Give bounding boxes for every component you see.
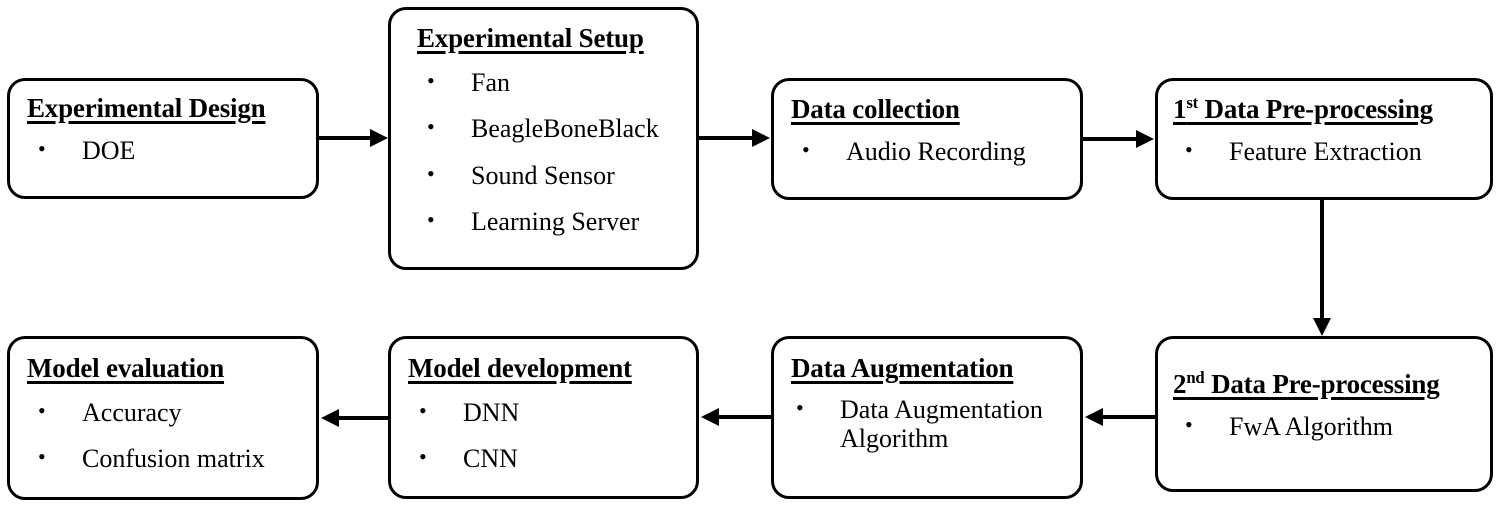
title-rest: Data Pre-processing [1198,94,1434,124]
ordinal-number: 1 [1173,94,1187,124]
bullet-item: FwA Algorithm [1171,411,1490,441]
bullet-item: Sound Sensor [413,160,696,190]
node-title-experimental-setup: Experimental Setup [417,23,644,53]
node-model-development[interactable]: Model development DNN CNN [388,336,699,499]
bullet-item: Feature Extraction [1171,136,1490,166]
node-title-data-collection: Data collection [791,94,960,124]
node-bullets-data-augmentation: Data Augmentation Algorithm [782,394,1080,453]
bullet-item: DNN [405,397,696,427]
connector-pre2-to-augmentation [1083,401,1157,433]
node-bullets-first-data-pre-processing: Feature Extraction [1171,136,1490,166]
node-bullets-model-evaluation: Accuracy Confusion matrix [24,397,316,473]
node-second-data-pre-processing[interactable]: 2nd Data Pre-processing FwA Algorithm [1155,336,1493,492]
bullet-item: Fan [413,67,696,97]
connector-design-to-setup [319,122,391,154]
connector-collection-to-pre1 [1083,123,1157,155]
node-bullets-second-data-pre-processing: FwA Algorithm [1171,411,1490,441]
node-bullets-experimental-design: DOE [24,135,316,165]
node-bullets-data-collection: Audio Recording [788,136,1080,166]
bullet-item: CNN [405,443,696,473]
ordinal-suffix: nd [1186,368,1205,387]
node-first-data-pre-processing[interactable]: 1st Data Pre-processing Feature Extracti… [1155,78,1493,200]
bullet-item: Data Augmentation Algorithm [782,394,1080,453]
connector-pre1-to-pre2 [1306,198,1338,338]
node-title-second-data-pre-processing: 2nd Data Pre-processing [1173,368,1490,399]
node-data-collection[interactable]: Data collection Audio Recording [771,78,1083,200]
node-title-experimental-design: Experimental Design [27,93,266,123]
connector-augmentation-to-development [699,401,773,433]
bullet-item: Audio Recording [788,136,1080,166]
bullet-item: Learning Server [413,206,696,236]
bullet-item: Confusion matrix [24,443,316,473]
ordinal-suffix: st [1186,93,1198,112]
connector-setup-to-collection [699,122,773,154]
node-experimental-design[interactable]: Experimental Design DOE [7,78,319,199]
ordinal-number: 2 [1173,369,1187,399]
node-experimental-setup[interactable]: Experimental Setup Fan BeagleBoneBlack S… [388,7,699,270]
node-title-model-evaluation: Model evaluation [27,353,225,383]
node-title-data-augmentation: Data Augmentation [791,353,1014,383]
title-rest: Data Pre-processing [1204,369,1440,399]
node-data-augmentation[interactable]: Data Augmentation Data Augmentation Algo… [771,336,1083,499]
node-bullets-experimental-setup: Fan BeagleBoneBlack Sound Sensor Learnin… [413,67,696,236]
node-model-evaluation[interactable]: Model evaluation Accuracy Confusion matr… [7,336,319,500]
bullet-item: BeagleBoneBlack [413,113,696,143]
node-title-model-development: Model development [408,353,632,383]
bullet-item: DOE [24,135,316,165]
connector-development-to-evaluation [319,402,391,434]
node-title-first-data-pre-processing: 1st Data Pre-processing [1173,93,1490,124]
bullet-item: Accuracy [24,397,316,427]
node-bullets-model-development: DNN CNN [405,397,696,473]
